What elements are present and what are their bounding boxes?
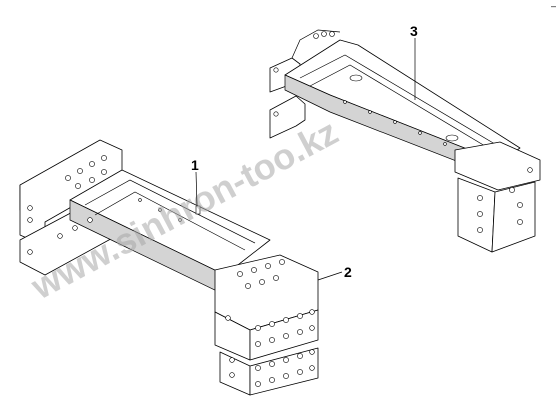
part-3-cross-member [269, 29, 541, 253]
callout-leaders [195, 38, 416, 281]
part-1-cross-member [19, 139, 319, 396]
corner-mark: – [551, 1, 556, 11]
callout-2: 2 [344, 264, 352, 280]
callout-1: 1 [191, 157, 199, 173]
callout-3: 3 [410, 23, 418, 39]
